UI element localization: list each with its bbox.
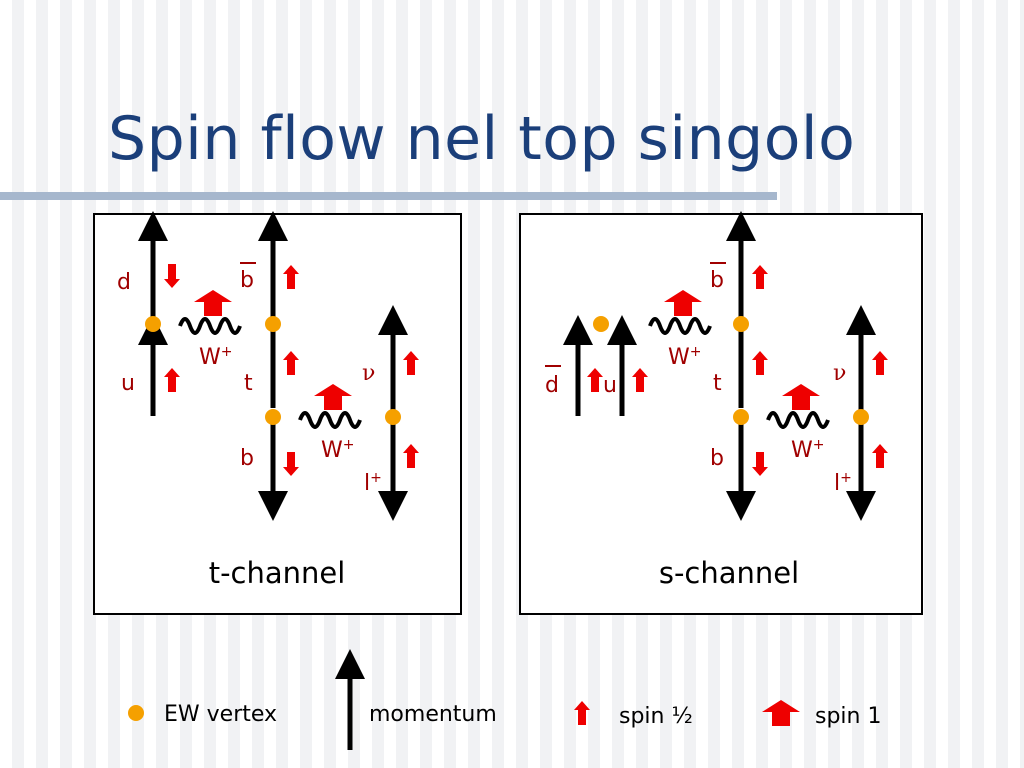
- label-lepton: l+: [364, 470, 382, 496]
- spin-one-up-arrow: [314, 384, 352, 410]
- legend-spin-half-icon: [574, 701, 590, 725]
- label-d: d: [117, 270, 131, 295]
- spin-one-up-arrow: [782, 384, 820, 410]
- spin-half-up-arrow: [872, 444, 888, 468]
- label-w: W+: [668, 344, 702, 370]
- ew-vertex: [733, 409, 749, 425]
- legend-vertex-dot: [128, 705, 144, 721]
- label-lepton: l+: [834, 470, 852, 496]
- legend-ew-vertex: EW vertex: [164, 702, 277, 727]
- w-boson-wave: [766, 411, 830, 429]
- legend-spin-half: spin ½: [619, 704, 693, 729]
- spin-one-up-arrow: [194, 290, 232, 316]
- s-channel-label: s-channel: [658, 556, 800, 590]
- label-bbar: b: [710, 268, 724, 293]
- label-u: u: [121, 371, 135, 396]
- label-nu: ν: [833, 361, 846, 386]
- spin-half-up-arrow: [752, 265, 768, 289]
- ew-vertex: [853, 409, 869, 425]
- spin-one-up-arrow: [664, 290, 702, 316]
- spin-half-down-arrow: [164, 264, 180, 288]
- w-boson-wave: [648, 317, 712, 335]
- ew-vertex: [265, 409, 281, 425]
- label-bbar: b: [240, 268, 254, 293]
- label-nu: ν: [362, 361, 375, 386]
- label-u: u: [603, 373, 617, 398]
- spin-half-up-arrow: [283, 351, 299, 375]
- spin-half-up-arrow: [164, 368, 180, 392]
- spin-half-up-arrow: [403, 351, 419, 375]
- label-b: b: [710, 446, 724, 471]
- w-boson-wave: [178, 317, 242, 335]
- w-boson-wave: [298, 411, 362, 429]
- label-t: t: [713, 371, 722, 396]
- label-t: t: [244, 371, 253, 396]
- spin-half-up-arrow: [403, 444, 419, 468]
- ew-vertex: [145, 316, 161, 332]
- legend: EW vertex momentum spin ½ spin 1: [128, 649, 881, 750]
- legend-spin-one-icon: [762, 700, 800, 726]
- s-channel-diagram: d u b t b W+ W+ ν l+: [545, 211, 888, 521]
- spin-half-up-arrow: [587, 368, 603, 392]
- legend-spin-one: spin 1: [815, 704, 881, 729]
- t-channel-label: t-channel: [208, 556, 346, 590]
- spin-half-down-arrow: [752, 452, 768, 476]
- spin-half-up-arrow: [283, 265, 299, 289]
- legend-momentum: momentum: [369, 702, 497, 727]
- ew-vertex: [593, 316, 609, 332]
- title-underline: [0, 192, 777, 200]
- ew-vertex: [385, 409, 401, 425]
- ew-vertex: [265, 316, 281, 332]
- spin-half-up-arrow: [872, 351, 888, 375]
- t-channel-diagram: d u b t b W+ W+ ν l+: [117, 211, 419, 521]
- label-w: W+: [791, 437, 825, 463]
- spin-half-down-arrow: [283, 452, 299, 476]
- label-w: W+: [321, 437, 355, 463]
- label-dbar: d: [545, 373, 559, 398]
- label-b: b: [240, 446, 254, 471]
- ew-vertex: [733, 316, 749, 332]
- label-w: W+: [199, 344, 233, 370]
- slide-title: Spin flow nel top singolo: [108, 104, 856, 174]
- spin-half-up-arrow: [752, 351, 768, 375]
- spin-half-up-arrow: [632, 368, 648, 392]
